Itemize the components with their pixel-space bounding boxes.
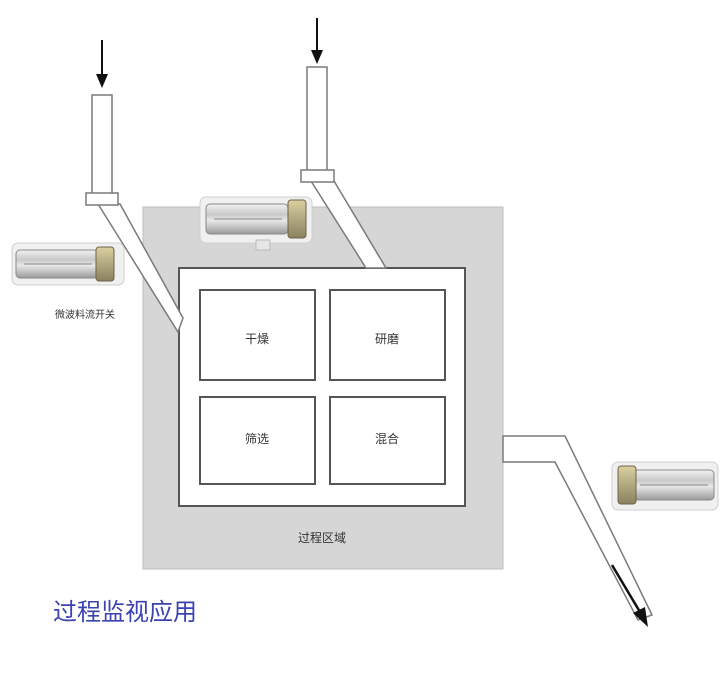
cell-label-grinding: 研磨: [375, 332, 399, 346]
cell-drying: [199, 289, 316, 381]
inlet-arrow-right: [311, 18, 323, 64]
cell-grinding: [329, 289, 446, 381]
microwave-sensor-icon: [611, 461, 719, 511]
process-area-label: 过程区域: [298, 530, 346, 545]
inlet-pipe-right: [300, 66, 388, 269]
cell-label-mixing: 混合: [375, 431, 399, 446]
cell-screening: [199, 396, 316, 485]
cell-mixing: [329, 396, 446, 485]
inlet-arrow-left: [96, 40, 108, 88]
microwave-sensor-icon: [11, 242, 125, 286]
cell-label-drying: 干燥: [245, 332, 269, 346]
caption: 过程监视应用: [53, 598, 197, 626]
outlet-pipe: [502, 435, 654, 621]
cell-label-screening: 筛选: [245, 431, 269, 446]
outlet-arrow: [610, 564, 648, 627]
switch-label: 微波料流开关: [55, 308, 115, 321]
inlet-pipe-left: [85, 94, 184, 334]
microwave-sensor-icon: [199, 196, 313, 251]
